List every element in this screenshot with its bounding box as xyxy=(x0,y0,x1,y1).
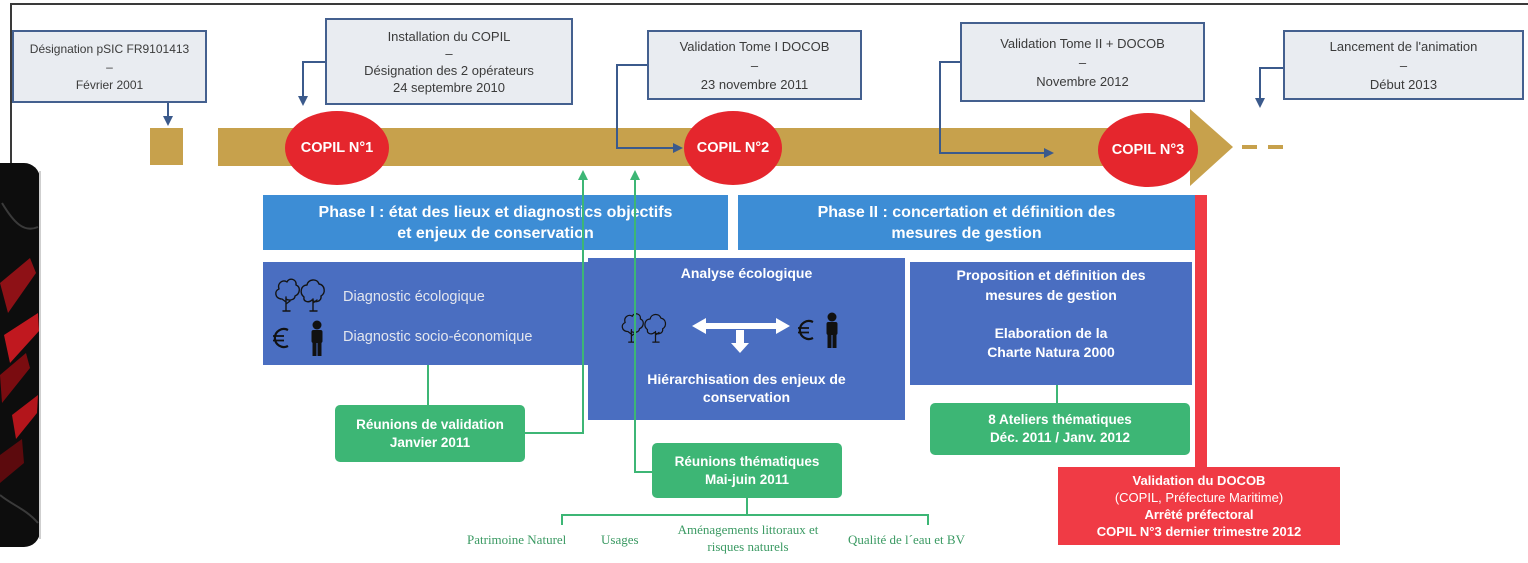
measures-line4: Charte Natura 2000 xyxy=(987,344,1115,360)
timeline-start-marker xyxy=(150,128,183,165)
milestone-title: Validation Tome II + DOCOB xyxy=(1000,35,1165,51)
meeting-date: Janvier 2011 xyxy=(389,434,471,450)
euro-person-icon xyxy=(273,320,323,356)
diagnostic-socioeconomic-label: Diagnostic socio-économique xyxy=(343,329,533,345)
meeting-date: Mai-juin 2011 xyxy=(704,471,790,487)
milestone-date: 23 novembre 2011 xyxy=(700,76,809,92)
milestone-detail: Désignation des 2 opérateurs xyxy=(364,62,534,78)
phase-1-line2: et enjeux de conservation xyxy=(397,224,594,242)
theme-coastal-developments: Aménagements littoraux et risques nature… xyxy=(660,521,836,555)
meeting-title: Réunions de validation xyxy=(356,416,504,432)
milestone-separator: – xyxy=(1399,57,1408,73)
phase-2-line2: mesures de gestion xyxy=(891,224,1042,242)
milestone-date: Février 2001 xyxy=(75,77,144,92)
milestone-title: Validation Tome I DOCOB xyxy=(679,38,830,54)
timeline-dash xyxy=(1242,145,1257,149)
milestone-copil-installation: Installation du COPIL – Désignation des … xyxy=(325,18,573,105)
meeting-title: 8 Ateliers thématiques xyxy=(988,412,1132,427)
frame-line-left xyxy=(10,3,12,164)
milestone-tome1-validation: Validation Tome I DOCOB – 23 novembre 20… xyxy=(647,30,862,100)
validation-bodies: (COPIL, Préfecture Maritime) xyxy=(1114,490,1284,505)
thematic-workshops-box: 8 Ateliers thématiques Déc. 2011 / Janv.… xyxy=(930,403,1190,455)
theme-uses: Usages xyxy=(601,532,639,547)
milestone-title: Installation du COPIL xyxy=(387,28,511,44)
docob-validation-box: Validation du DOCOB (COPIL, Préfecture M… xyxy=(1058,467,1340,545)
validation-deadline-bar xyxy=(1195,195,1207,468)
diagnostic-ecological-label: Diagnostic écologique xyxy=(343,289,485,305)
validation-date: COPIL N°3 dernier trimestre 2012 xyxy=(1096,524,1302,539)
measures-line1: Proposition et définition des xyxy=(956,267,1146,283)
analysis-result-line2: conservation xyxy=(702,389,791,405)
milestone-date: Novembre 2012 xyxy=(1036,73,1129,89)
validation-title: Validation du DOCOB xyxy=(1132,473,1266,488)
measures-line3: Elaboration de la xyxy=(994,325,1108,341)
management-measures-block: Proposition et définition des mesures de… xyxy=(910,262,1192,385)
copil-2-marker: COPIL N°2 xyxy=(684,111,782,185)
theme-water-quality: Qualité de l´eau et BV xyxy=(848,532,965,547)
milestone-animation-launch: Lancement de l'animation – Début 2013 xyxy=(1283,30,1524,100)
analysis-title: Analyse écologique xyxy=(680,265,813,281)
phase-1-header: Phase I : état des lieux et diagnostics … xyxy=(263,195,728,250)
double-arrow-icon xyxy=(692,318,790,334)
milestone-title: Désignation pSIC FR9101413 xyxy=(29,41,190,56)
milestone-title: Lancement de l'animation xyxy=(1329,38,1478,54)
validation-meetings-box: Réunions de validation Janvier 2011 xyxy=(335,405,525,462)
phase-1-line1: Phase I : état des lieux et diagnostics … xyxy=(318,203,673,221)
milestone-date: 24 septembre 2010 xyxy=(392,79,506,95)
analysis-result-line1: Hiérarchisation des enjeux de xyxy=(647,371,846,387)
theme-coastal-line2: risques naturels xyxy=(707,539,789,554)
milestone-date: Début 2013 xyxy=(1369,76,1438,92)
trees-icon xyxy=(275,278,325,312)
euro-person-icon xyxy=(798,312,838,348)
theme-natural-heritage: Patrimoine Naturel xyxy=(467,532,567,547)
milestone-separator: – xyxy=(445,45,453,61)
copil-3-marker: COPIL N°3 xyxy=(1098,113,1198,187)
milestone-separator: – xyxy=(106,59,113,74)
side-photo xyxy=(0,163,41,547)
phase-2-line1: Phase II : concertation et définition de… xyxy=(817,203,1116,221)
milestone-separator: – xyxy=(1078,54,1087,70)
ecological-analysis-block: Analyse écologique Hiérarchisation des e… xyxy=(588,258,905,420)
meeting-title: Réunions thématiques xyxy=(674,453,820,469)
validation-decree: Arrêté préfectoral xyxy=(1144,507,1254,522)
measures-line2: mesures de gestion xyxy=(985,287,1117,303)
meeting-date: Déc. 2011 / Janv. 2012 xyxy=(989,430,1131,445)
milestone-psic-designation: Désignation pSIC FR9101413 – Février 200… xyxy=(12,30,207,103)
thematic-meetings-box: Réunions thématiques Mai-juin 2011 xyxy=(652,443,842,498)
diagnostics-block: Diagnostic écologique Diagnostic socio-é… xyxy=(263,262,588,365)
milestone-tome2-validation: Validation Tome II + DOCOB – Novembre 20… xyxy=(960,22,1205,102)
phase-2-header: Phase II : concertation et définition de… xyxy=(738,195,1195,250)
copil-1-marker: COPIL N°1 xyxy=(285,111,389,185)
frame-line-top xyxy=(10,3,1528,5)
theme-coastal-line1: Aménagements littoraux et xyxy=(677,522,819,537)
timeline-dash xyxy=(1268,145,1283,149)
milestone-separator: – xyxy=(750,57,759,73)
down-arrow-icon xyxy=(731,330,749,353)
trees-icon xyxy=(621,313,667,343)
